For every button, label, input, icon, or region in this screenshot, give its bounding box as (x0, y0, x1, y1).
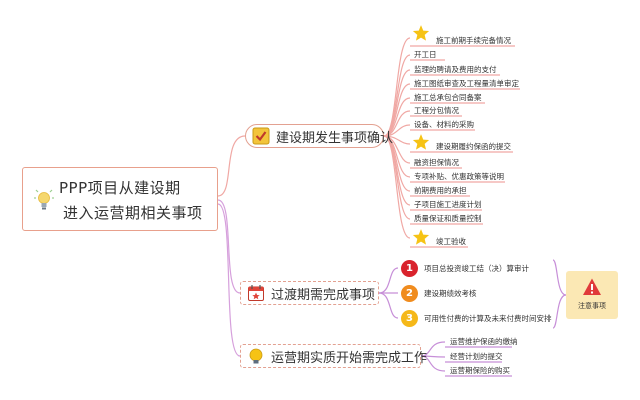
list-item: 施工图纸审查及工程量清单审定 (414, 79, 519, 88)
list-item: 融资担保情况 (414, 158, 459, 167)
note-label: 注意事项 (578, 302, 606, 310)
star-icon (412, 134, 430, 150)
list-item: 前期费用的承担 (414, 186, 467, 195)
list-item: 工程分包情况 (414, 106, 459, 115)
list-item: 设备、材料的采购 (414, 120, 474, 129)
root-title-line2: 进入运营期相关事项 (63, 204, 203, 222)
root-node[interactable]: PPP项目从建设期 进入运营期相关事项 (22, 167, 218, 231)
list-item: 质量保证和质量控制 (414, 214, 482, 223)
star-icon (412, 229, 430, 245)
list-item: 子项目施工进度计划 (414, 200, 482, 209)
list-item: 经营计划的提交 (450, 352, 503, 361)
list-item: 运营维护保函的缴纳 (450, 337, 518, 346)
list-item: 专项补贴、优惠政策等说明 (414, 172, 504, 181)
list-item: 建设期绩效考核 (424, 289, 477, 298)
branch-transition-period[interactable]: 过渡期需完成事项 (240, 281, 379, 305)
star-icon (412, 25, 430, 41)
calendar-star-icon (248, 285, 264, 301)
list-item: 项目总投资竣工结（决）算审计 (424, 264, 529, 273)
number-badge-2: 2 (401, 285, 418, 302)
number-badge-3: 3 (401, 310, 418, 327)
list-item: 开工日 (414, 50, 437, 59)
list-item: 监理的聘请及费用的支付 (414, 65, 497, 74)
lightbulb-icon (249, 348, 263, 364)
list-item: 竣工验收 (436, 237, 466, 246)
checkbox-icon (252, 127, 270, 145)
warning-icon (583, 278, 601, 295)
list-item: 建设期履约保函的提交 (436, 142, 511, 151)
note-box[interactable]: 注意事项 (566, 271, 618, 319)
branch-label: 建设期发生事项确认 (276, 130, 394, 146)
list-item: 运营期保险的购买 (450, 366, 510, 375)
number-badge-1: 1 (401, 260, 418, 277)
list-item: 施工前期手续完备情况 (436, 36, 511, 45)
list-item: 施工总承包合同备案 (414, 93, 482, 102)
root-title-line1: PPP项目从建设期 (59, 179, 181, 197)
list-item: 可用性付费的计算及未来付费时间安排 (424, 314, 552, 323)
lightbulb-icon (34, 189, 54, 210)
branch-label: 过渡期需完成事项 (271, 287, 376, 303)
branch-construction-confirmation[interactable]: 建设期发生事项确认 (245, 124, 393, 148)
branch-label: 运营期实质开始需完成工作 (271, 350, 428, 366)
branch-operation-start[interactable]: 运营期实质开始需完成工作 (240, 344, 427, 368)
